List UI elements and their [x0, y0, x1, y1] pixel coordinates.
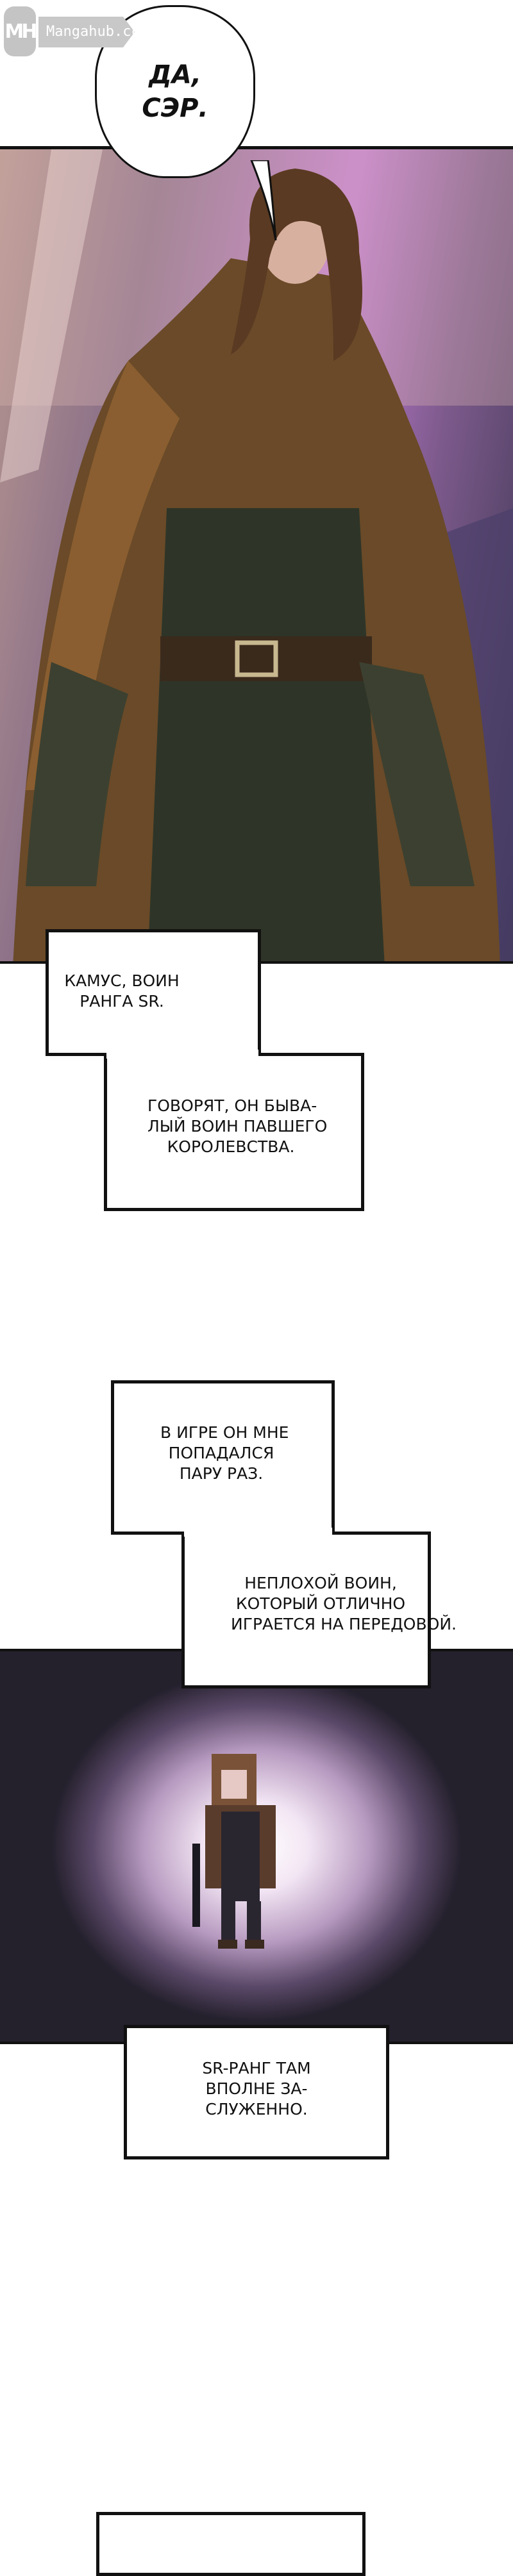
- caption-join: [184, 1528, 332, 1537]
- watermark-site: Mangahub.cc: [38, 17, 135, 47]
- watermark: MH Mangahub.cc: [4, 6, 139, 58]
- caption-box: [124, 2025, 389, 2159]
- bubble-line: СЭР.: [142, 94, 208, 123]
- pixel-warrior-sprite: [192, 1754, 276, 1949]
- caption-box: [104, 1053, 364, 1211]
- caption-box-partial: [96, 2512, 366, 2576]
- caption-join: [106, 1050, 258, 1059]
- bubble-line: ДА,: [149, 60, 201, 90]
- warrior-illustration: [0, 149, 513, 961]
- bubble-tail: [250, 160, 277, 241]
- panel-warrior-kamus: [0, 146, 513, 964]
- mangahub-logo: MH: [4, 6, 37, 56]
- panel-pixel-sprite: [0, 1649, 513, 2044]
- caption-box: [181, 1532, 431, 1688]
- caption-box: [111, 1380, 335, 1535]
